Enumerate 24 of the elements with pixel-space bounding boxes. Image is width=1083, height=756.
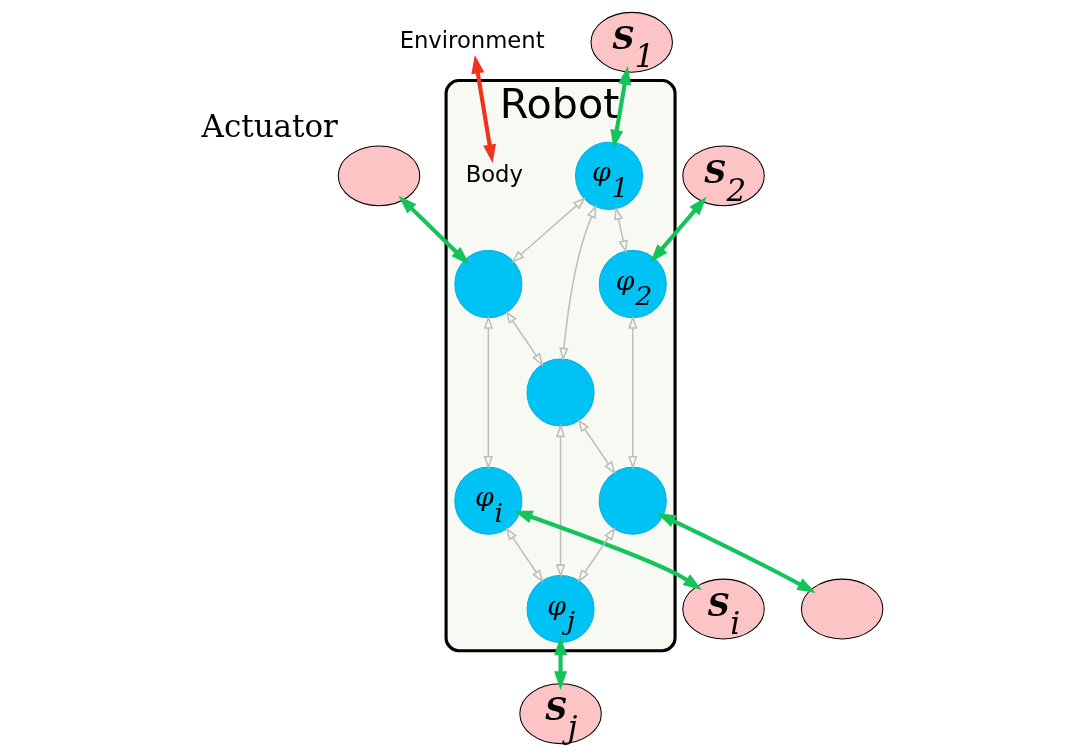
arrow <box>555 423 565 578</box>
arrow <box>553 636 567 690</box>
arrow <box>513 510 702 591</box>
arrow <box>613 206 628 254</box>
arrow <box>656 513 816 593</box>
arrow <box>649 196 707 263</box>
node-text: Body <box>465 160 523 187</box>
node-text: Environment <box>399 27 545 54</box>
arrow <box>504 310 543 367</box>
node-ellipse <box>337 145 420 207</box>
node-circle <box>526 358 595 427</box>
node-ellipse <box>800 578 883 640</box>
arrow <box>577 526 616 583</box>
arrow <box>609 66 631 149</box>
arrow <box>504 526 544 583</box>
arrow <box>470 54 496 164</box>
arrow <box>577 418 616 475</box>
arrow <box>398 195 469 265</box>
arrow <box>627 315 637 470</box>
arrow <box>483 315 493 470</box>
arrow <box>510 197 586 263</box>
node-circle <box>598 466 667 535</box>
node-label: Actuator <box>201 107 338 144</box>
arrow <box>558 204 596 362</box>
